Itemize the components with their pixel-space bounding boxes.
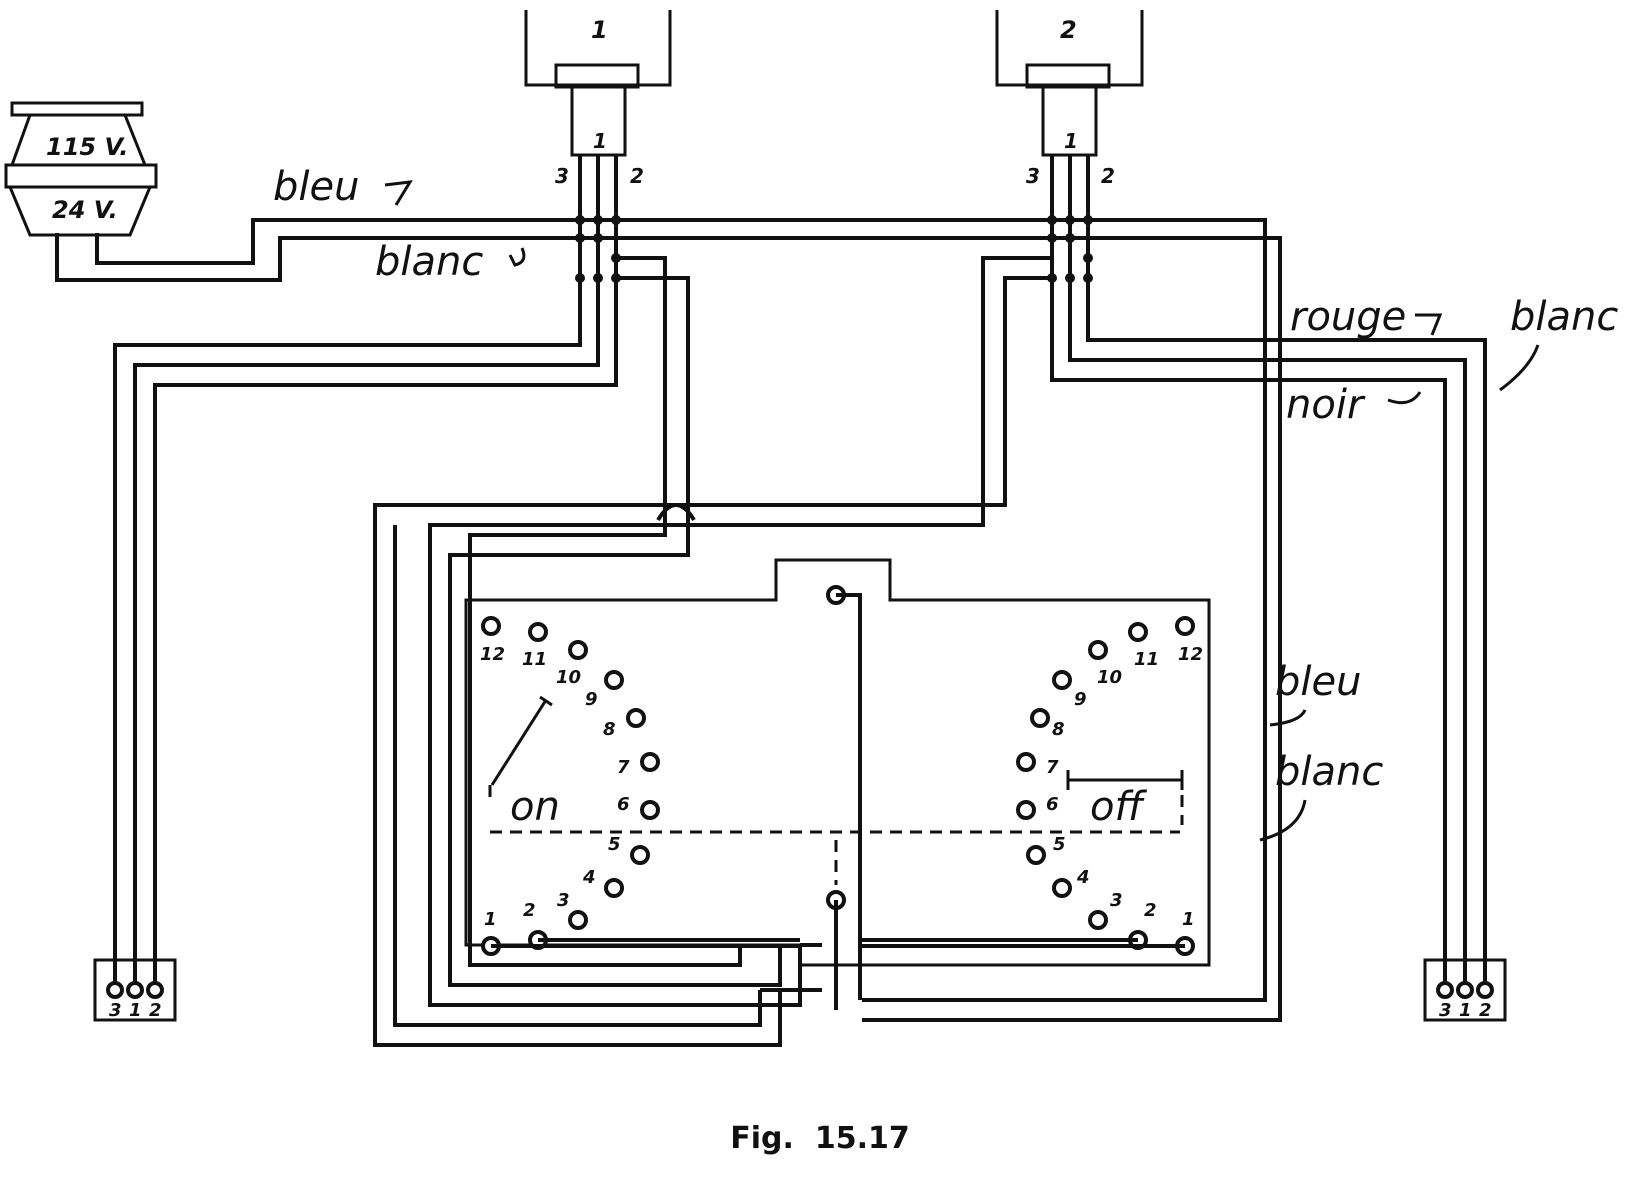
left-terminal-3: 3 (557, 890, 570, 911)
left-terminal-5: 5 (608, 834, 621, 855)
left-terminal-1: 1 (484, 909, 497, 930)
lamp-1-number: 1 (591, 16, 608, 44)
right-terminal-12: 12 (1178, 644, 1203, 665)
feed-wires (373, 236, 1282, 1047)
connector-left-pin-1: 1 (129, 1000, 142, 1021)
right-terminal-5: 5 (1053, 834, 1066, 855)
transformer-secondary-label: 24 V. (52, 196, 118, 224)
switch-panel: 12 11 10 9 8 7 6 5 4 3 2 1 1 (464, 558, 1211, 1010)
wire-label-noir: noir (1286, 382, 1366, 428)
lamp-1-socket-pin: 1 (593, 129, 607, 153)
left-terminal-7: 7 (617, 757, 630, 778)
transformer-lead-blanc (55, 233, 588, 282)
lamp-2-number: 2 (1060, 16, 1077, 44)
lamp-1-pin-2: 2 (630, 164, 644, 188)
lamp-2-socket-pin: 1 (1064, 129, 1078, 153)
right-terminal-3: 3 (1110, 890, 1123, 911)
connector-left-pin-3: 3 (109, 1000, 122, 1021)
transformer-lead-bleu (95, 218, 1267, 1002)
connector-right-pin-3: 3 (1439, 1000, 1452, 1021)
lamp-2-pin-2: 2 (1101, 164, 1115, 188)
wire-labels: bleu blanc rouge blanc noir bleu blanc (273, 164, 1618, 842)
left-terminal-4: 4 (582, 867, 596, 888)
on-label: on (510, 784, 560, 830)
connector-left-pin-2: 2 (149, 1000, 162, 1021)
transformer: 115 V. 24 V. (4, 101, 1267, 1002)
lamp-1-pin-3: 3 (555, 164, 569, 188)
lamp-1: 1 1 3 2 (113, 10, 672, 990)
left-terminal-12: 12 (480, 644, 505, 665)
left-terminal-6: 6 (617, 794, 630, 815)
lamp-2-pin-3: 3 (1026, 164, 1040, 188)
right-terminal-6: 6 (1046, 794, 1059, 815)
off-label: off (1090, 784, 1147, 830)
left-terminal-9: 9 (585, 689, 598, 710)
left-terminal-11: 11 (522, 649, 547, 670)
wire-label-top-bleu: bleu (273, 164, 359, 210)
wire-label-rouge: rouge (1290, 294, 1406, 340)
wire-label-side-bleu: bleu (1275, 659, 1361, 705)
connector-left: 3 1 2 (93, 958, 177, 1022)
right-terminal-8: 8 (1052, 719, 1065, 740)
right-terminal-1: 1 (1182, 909, 1195, 930)
right-terminal-10: 10 (1097, 667, 1122, 688)
connector-right-pin-2: 2 (1479, 1000, 1492, 1021)
right-terminal-7: 7 (1046, 757, 1059, 778)
connector-right-pin-1: 1 (1459, 1000, 1472, 1021)
left-terminal-2: 2 (523, 900, 536, 921)
left-terminal-8: 8 (603, 719, 616, 740)
right-terminal-9: 9 (1074, 689, 1087, 710)
wire-label-blanc-right: blanc (1510, 294, 1618, 340)
wire-label-top-blanc: blanc (375, 239, 483, 285)
right-terminal-11: 11 (1134, 649, 1159, 670)
transformer-primary-label: 115 V. (46, 133, 128, 161)
left-terminal-arc: 12 11 10 9 8 7 6 5 4 3 2 1 (480, 616, 660, 956)
left-terminal-10: 10 (556, 667, 581, 688)
wire-label-side-blanc: blanc (1275, 749, 1383, 795)
figure-caption: Fig. 15.17 (730, 1121, 909, 1156)
right-terminal-4: 4 (1076, 867, 1090, 888)
connector-right: 3 1 2 (1423, 958, 1507, 1022)
lamp-2: 2 1 3 2 (995, 10, 1487, 990)
right-terminal-2: 2 (1144, 900, 1157, 921)
